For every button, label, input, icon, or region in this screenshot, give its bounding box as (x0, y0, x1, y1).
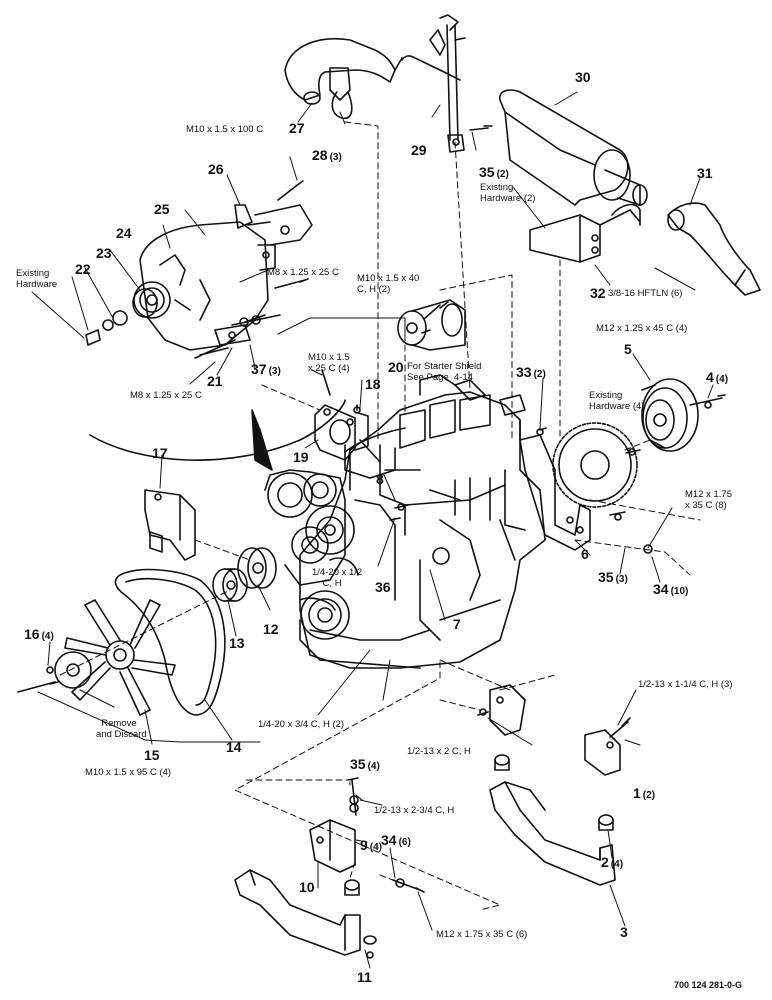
hw-1-4-20-half: 1/4-20 x 1/2 C, H (312, 567, 363, 589)
hw-half-13-2: 1/2-13 x 2 C, H (407, 746, 471, 757)
callout-17: 17 (152, 445, 168, 461)
existing-hardware-note-top: Existing Hardware (2) (480, 182, 536, 204)
callout-4: 4(4) (706, 369, 729, 385)
callout-12: 12 (263, 621, 279, 637)
callout-6: 6 (581, 546, 589, 562)
fan-blade (64, 599, 176, 716)
water-pump-pulley (212, 568, 248, 602)
existing-hardware-note-right: Existing Hardware (4) (589, 390, 645, 412)
isolator-2 (494, 754, 614, 831)
callout-21: 21 (207, 373, 223, 389)
fan-bracket-17 (144, 489, 196, 561)
callout-18: 18 (365, 376, 381, 392)
callout-14: 14 (226, 739, 242, 755)
flywheel (552, 422, 638, 508)
engine-block (299, 374, 546, 669)
starter-shield-note: For Starter Shield See Page 4-14 (407, 361, 482, 383)
callout-34-mid: 34(10) (653, 581, 689, 597)
callout-16: 16(4) (24, 626, 54, 642)
callout-27: 27 (289, 120, 305, 136)
front-gear-housing (264, 469, 355, 640)
leader-lines (31, 91, 714, 969)
remove-discard-note: Remove and Discard (96, 718, 147, 740)
intake-hose (284, 38, 403, 105)
muffler (499, 89, 648, 206)
exhaust-elbow (667, 202, 761, 296)
callout-8: 8 (376, 471, 384, 487)
hw-1-4-20-3-4: 1/4-20 x 3/4 C, H (2) (258, 719, 345, 730)
hw-m12-175-35c-6: M12 x 1.75 x 35 C (6) (436, 929, 528, 940)
callout-33: 33(2) (516, 364, 546, 380)
callout-15: 15 (144, 747, 160, 763)
hw-m10-40c: M10 x 1.5 x 40 C, H (2) (357, 273, 420, 295)
mount-bracket-3 (489, 781, 616, 886)
hw-half-13-1-quarter: 1/2-13 x 1-1/4 C, H (3) (638, 679, 733, 690)
hw-3-8-16-hftln: 3/8-16 HFTLN (6) (608, 288, 683, 299)
callout-10: 10 (299, 879, 315, 895)
hw-m10-25c: M10 x 1.5 x 25 C (4) (308, 352, 350, 374)
isolator-10 (344, 879, 377, 945)
callout-26: 26 (208, 161, 224, 177)
hw-m10-95c: M10 x 1.5 x 95 C (4) (85, 767, 172, 778)
fan-spacer (54, 651, 92, 689)
callout-29: 29 (411, 142, 427, 158)
muffler-mount-bracket (529, 203, 641, 263)
callout-9: 9(4) (360, 837, 383, 853)
callout-35-top: 35(2) (479, 164, 509, 180)
hw-m10-100c: M10 x 1.5 x 100 C (186, 124, 264, 135)
pulley-12 (237, 547, 277, 589)
exhaust-clamp-strap (401, 14, 466, 153)
flywheel-housing-bracket (519, 419, 591, 551)
bolts-and-washers (17, 125, 726, 959)
callout-34-bottom: 34(6) (381, 832, 411, 848)
hw-m12-175-35c-8: M12 x 1.75 x 35 C (8) (685, 489, 732, 511)
callout-32: 32 (590, 285, 606, 301)
callout-20: 20 (388, 359, 404, 375)
callout-11: 11 (357, 969, 372, 985)
alternator-inset (85, 204, 346, 471)
hw-half-13-2-3-4: 1/2-13 x 2-3/4 C, H (374, 805, 455, 816)
callout-36: 36 (375, 579, 391, 595)
callout-1: 1(2) (633, 785, 656, 801)
callout-7: 7 (453, 616, 461, 632)
v-belt (114, 568, 226, 716)
hw-m8-25c-bottom: M8 x 1.25 x 25 C (130, 390, 202, 401)
starter-shield-bracket (314, 404, 369, 461)
callout-28: 28(3) (312, 147, 342, 163)
starter-motor (397, 299, 466, 351)
engine-mount-9 (309, 819, 356, 873)
hose-clamp-bracket (329, 67, 353, 119)
callout-5: 5 (624, 341, 632, 357)
callout-30: 30 (575, 69, 591, 85)
engine-mount-1 (489, 684, 621, 776)
callout-35-mid: 35(3) (598, 569, 628, 585)
callout-31: 31 (697, 165, 713, 181)
callout-22: 22 (75, 261, 91, 277)
callout-2: 2(4) (601, 854, 624, 870)
callout-23: 23 (96, 245, 112, 261)
drawing-number: 700 124 281-0-G (674, 980, 743, 990)
callout-37: 37(3) (251, 361, 281, 377)
assembly-dashed-lines (59, 121, 701, 911)
callout-13: 13 (229, 635, 245, 651)
damper-pulley (641, 378, 699, 452)
existing-hardware-note-alt: Existing Hardware (16, 268, 58, 290)
hw-m12-45c: M12 x 1.25 x 45 C (4) (596, 323, 688, 334)
callout-3: 3 (620, 924, 628, 940)
callout-35-bottom: 35(4) (350, 756, 380, 772)
callout-19: 19 (293, 449, 309, 465)
mount-bracket-11 (234, 869, 361, 956)
hw-m8-25c-top: M8 x 1.25 x 25 C (267, 267, 339, 278)
callout-25: 25 (154, 201, 170, 217)
callout-24: 24 (116, 225, 132, 241)
